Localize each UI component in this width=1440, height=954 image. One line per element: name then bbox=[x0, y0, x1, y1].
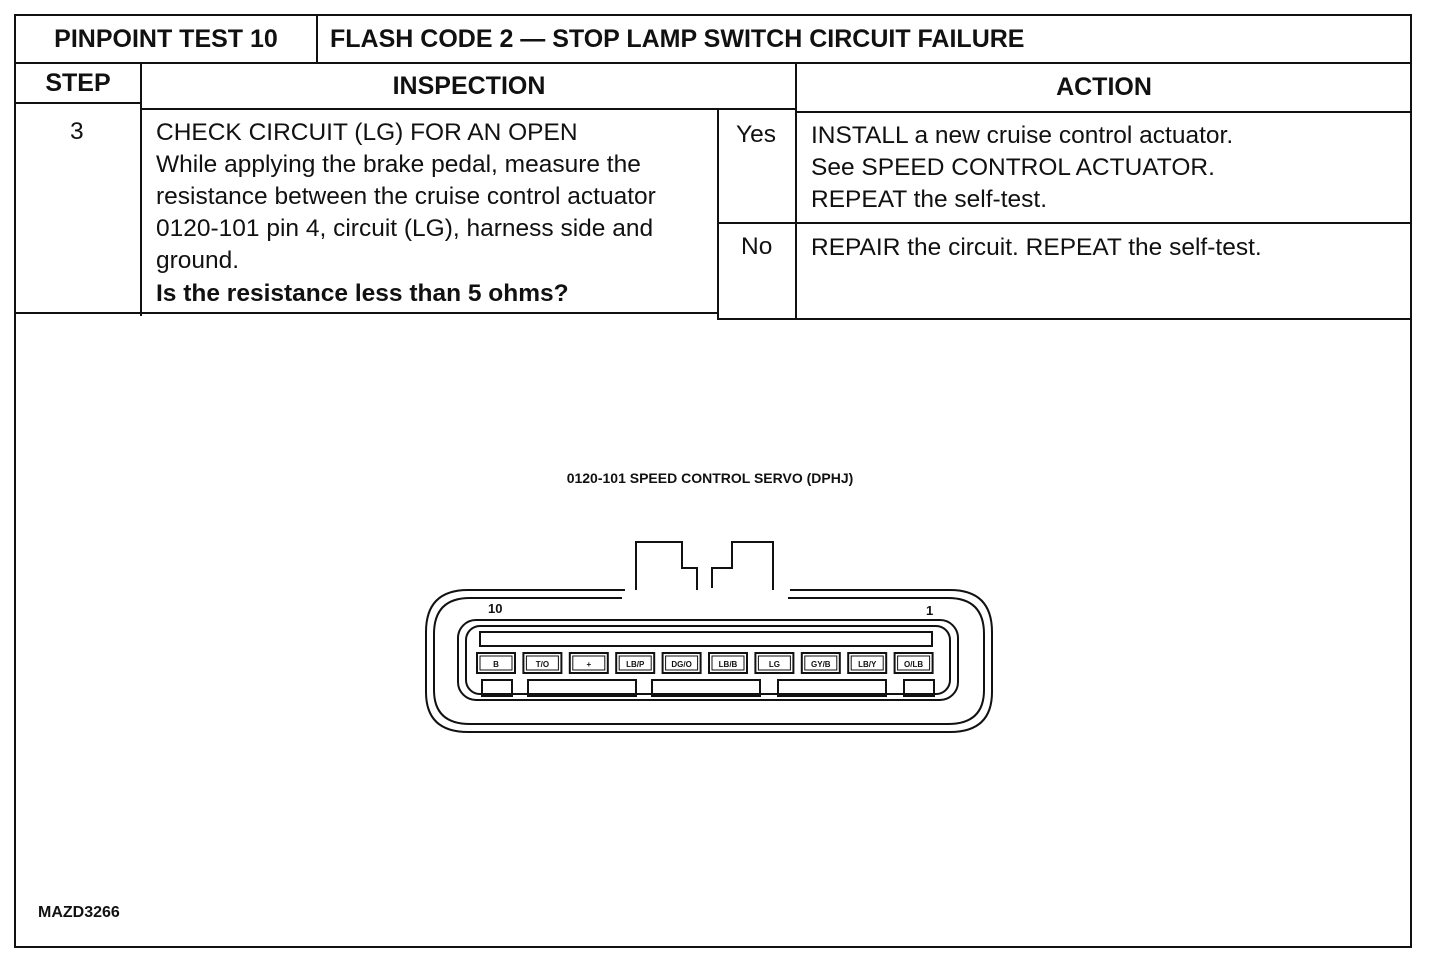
pin-label: O/LB bbox=[904, 660, 923, 669]
bottom-slot bbox=[777, 679, 887, 697]
pin-row: B T/O + LB/P DG/O LB/B LG GY/B LB/Y O/LB bbox=[476, 652, 934, 674]
step-column-divider bbox=[140, 62, 142, 316]
figure-id: MAZD3266 bbox=[38, 904, 120, 921]
terminal-bar bbox=[479, 631, 933, 647]
action-column-divider bbox=[795, 62, 797, 320]
title-row-bottom bbox=[14, 62, 1412, 64]
pin-label: T/O bbox=[536, 660, 549, 669]
bottom-slot bbox=[903, 679, 935, 697]
action-line: See SPEED CONTROL ACTUATOR. bbox=[811, 154, 1215, 181]
pin-label: B bbox=[493, 660, 499, 669]
answer-no: No bbox=[741, 233, 773, 260]
yes-no-divider bbox=[717, 222, 1412, 224]
table-bottom-right bbox=[717, 318, 1412, 320]
inspection-heading: CHECK CIRCUIT (LG) FOR AN OPEN bbox=[156, 119, 578, 146]
step-number: 3 bbox=[70, 118, 84, 145]
pin-number-10: 10 bbox=[488, 601, 502, 616]
pin-label: DG/O bbox=[671, 660, 691, 669]
pin-cell-inner bbox=[479, 655, 513, 671]
pin-cell bbox=[754, 652, 795, 674]
bottom-slot bbox=[481, 679, 513, 697]
pin-cell-inner bbox=[572, 655, 606, 671]
title-divider bbox=[316, 14, 318, 64]
inspection-line: ground. bbox=[156, 247, 240, 274]
step-column-header: STEP bbox=[45, 68, 111, 97]
action-header-bottom bbox=[795, 111, 1412, 113]
pin-cell bbox=[847, 652, 888, 674]
pin-cell-inner bbox=[525, 655, 559, 671]
inspection-column-header: INSPECTION bbox=[392, 71, 546, 100]
bottom-slot bbox=[527, 679, 637, 697]
test-title: FLASH CODE 2 — STOP LAMP SWITCH CIRCUIT … bbox=[330, 24, 1025, 53]
procedure-frame bbox=[14, 14, 1412, 948]
pin-cell bbox=[800, 652, 841, 674]
pin-cell-inner bbox=[757, 655, 791, 671]
pin-number-1: 1 bbox=[926, 603, 933, 618]
action-column-header: ACTION bbox=[1056, 73, 1152, 101]
outer-housing bbox=[425, 589, 993, 733]
pin-label: LB/P bbox=[626, 660, 645, 669]
pin-cell-inner bbox=[618, 655, 652, 671]
pin-cell-inner bbox=[804, 655, 838, 671]
connector-cavity bbox=[457, 619, 959, 701]
pin-cell bbox=[661, 652, 702, 674]
pin-cell bbox=[893, 652, 934, 674]
housing-inner-outline bbox=[433, 597, 985, 725]
pin-cell-inner bbox=[665, 655, 699, 671]
bottom-slot bbox=[651, 679, 761, 697]
diagram-title: 0120-101 SPEED CONTROL SERVO (DPHJ) bbox=[566, 470, 854, 486]
pin-label: LB/B bbox=[719, 660, 738, 669]
answer-yes: Yes bbox=[736, 121, 776, 148]
pin-cell bbox=[476, 652, 516, 674]
pin-cell-inner bbox=[711, 655, 745, 671]
pin-cell bbox=[615, 652, 656, 674]
inspection-line: While applying the brake pedal, measure … bbox=[156, 151, 641, 178]
table-bottom-left bbox=[14, 312, 719, 314]
answer-column-divider bbox=[717, 108, 719, 320]
pin-cell bbox=[708, 652, 748, 674]
action-line: REPAIR the circuit. REPEAT the self-test… bbox=[811, 234, 1262, 261]
pin-cell-inner bbox=[897, 655, 931, 671]
inspection-line: resistance between the cruise control ac… bbox=[156, 183, 656, 210]
step-header-bottom bbox=[14, 102, 142, 104]
pin-cell bbox=[522, 652, 563, 674]
inspection-line: 0120-101 pin 4, circuit (LG), harness si… bbox=[156, 215, 654, 242]
pin-label: GY/B bbox=[811, 660, 831, 669]
pinpoint-test-label: PINPOINT TEST 10 bbox=[54, 24, 278, 53]
pin-label: + bbox=[586, 660, 591, 669]
pin-label: LB/Y bbox=[858, 660, 877, 669]
pin-cell bbox=[568, 652, 609, 674]
pin-label: LG bbox=[769, 660, 780, 669]
action-line: REPEAT the self-test. bbox=[811, 186, 1048, 213]
left-locking-tab bbox=[635, 541, 698, 590]
action-line: INSTALL a new cruise control actuator. bbox=[811, 122, 1234, 149]
inspection-question: Is the resistance less than 5 ohms? bbox=[156, 280, 569, 307]
connector-cavity-inner bbox=[465, 625, 951, 695]
inspection-header-bottom bbox=[140, 108, 797, 110]
right-locking-tab bbox=[711, 541, 774, 590]
pin-cell-inner bbox=[850, 655, 884, 671]
